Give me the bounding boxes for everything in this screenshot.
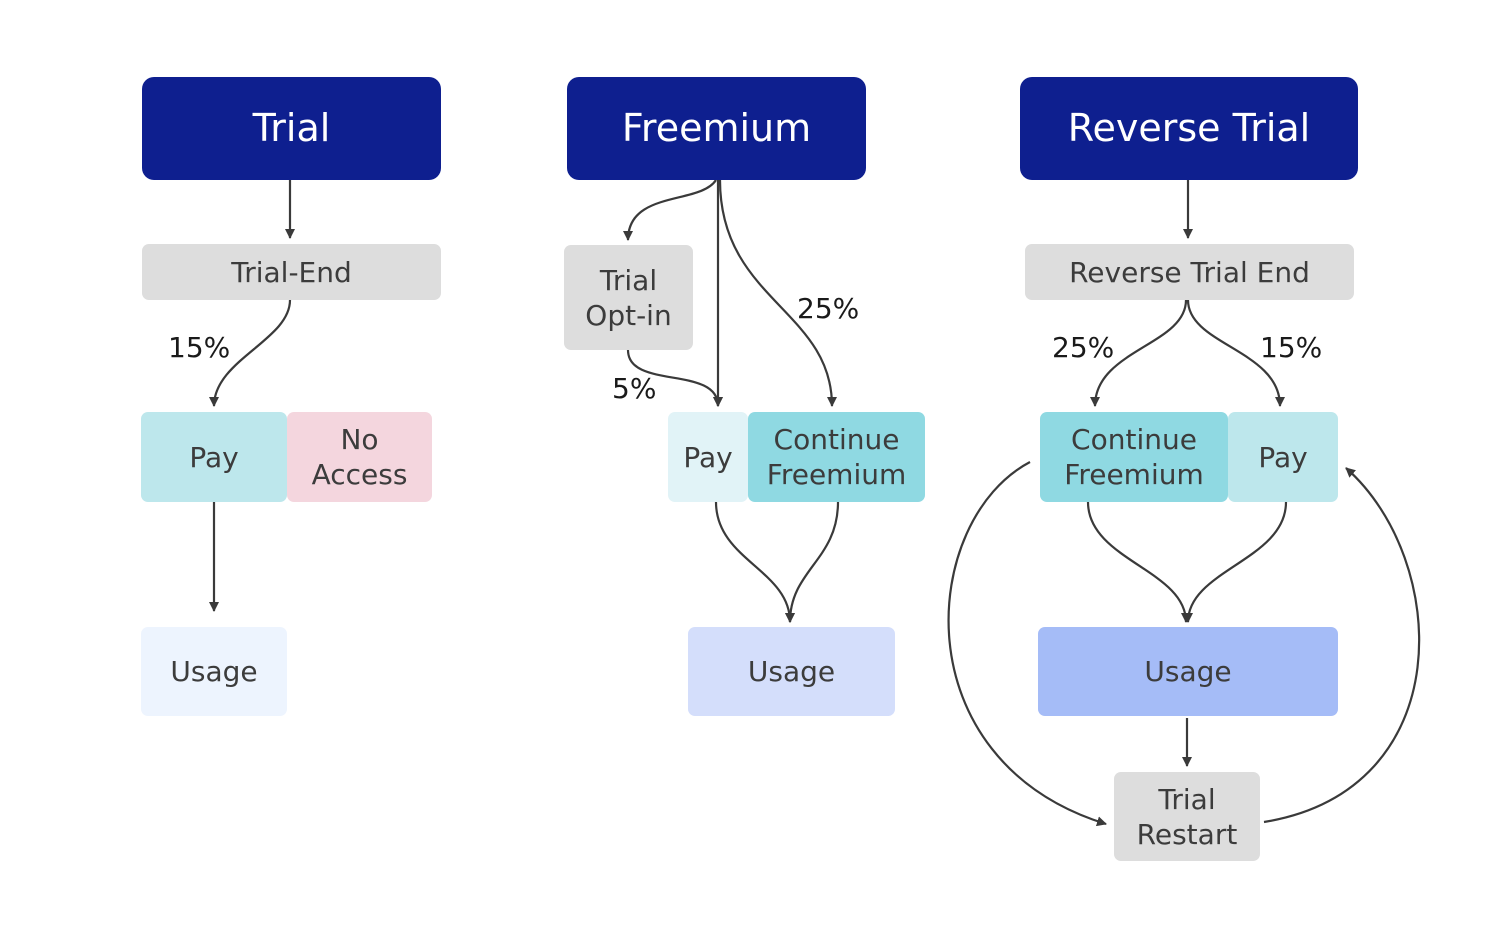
trial-usage-node: Usage bbox=[141, 627, 287, 716]
arrow-end-to-continue bbox=[1090, 299, 1188, 407]
freemium-usage-node: Usage bbox=[688, 627, 895, 716]
arrow-freemium-to-continue bbox=[718, 179, 837, 407]
freemium-continue-percent: 25% bbox=[797, 292, 860, 325]
trial-pay-percent: 15% bbox=[168, 331, 231, 364]
freemium-optin-pay-percent: 5% bbox=[612, 372, 657, 405]
arrow-pay-to-usage bbox=[714, 501, 795, 623]
reverse-usage-node: Usage bbox=[1038, 627, 1338, 716]
trial-end-node: Trial-End bbox=[142, 244, 441, 300]
reverse-continue-node: Continue Freemium bbox=[1040, 412, 1228, 502]
arrow-continue-to-usage bbox=[1086, 501, 1191, 623]
arrow-pay-to-usage bbox=[1183, 501, 1288, 623]
arrow-trialend-to-pay bbox=[209, 299, 292, 407]
arrow-optin-to-pay bbox=[626, 349, 723, 407]
arrow-freemium-to-optin bbox=[623, 179, 717, 241]
reverse-pay-node: Pay bbox=[1228, 412, 1338, 502]
arrow-continue-to-restart-loop bbox=[947, 461, 1107, 827]
trial-no-access-node: No Access bbox=[287, 412, 432, 502]
trial-header: Trial bbox=[142, 77, 441, 180]
freemium-pay-node: Pay bbox=[668, 412, 748, 502]
reverse-trial-restart-node: Trial Restart bbox=[1114, 772, 1260, 861]
reverse-trial-header: Reverse Trial bbox=[1020, 77, 1358, 180]
arrow-restart-to-pay-loop bbox=[1263, 467, 1421, 824]
reverse-continue-percent: 25% bbox=[1052, 331, 1115, 364]
arrow-continue-to-usage bbox=[785, 501, 840, 623]
trial-pay-node: Pay bbox=[141, 412, 287, 502]
arrow-end-to-pay bbox=[1186, 299, 1285, 407]
freemium-continue-node: Continue Freemium bbox=[748, 412, 925, 502]
reverse-pay-percent: 15% bbox=[1260, 331, 1323, 364]
reverse-trial-end-node: Reverse Trial End bbox=[1025, 244, 1354, 300]
freemium-header: Freemium bbox=[567, 77, 866, 180]
freemium-trial-optin-node: Trial Opt-in bbox=[564, 245, 693, 350]
